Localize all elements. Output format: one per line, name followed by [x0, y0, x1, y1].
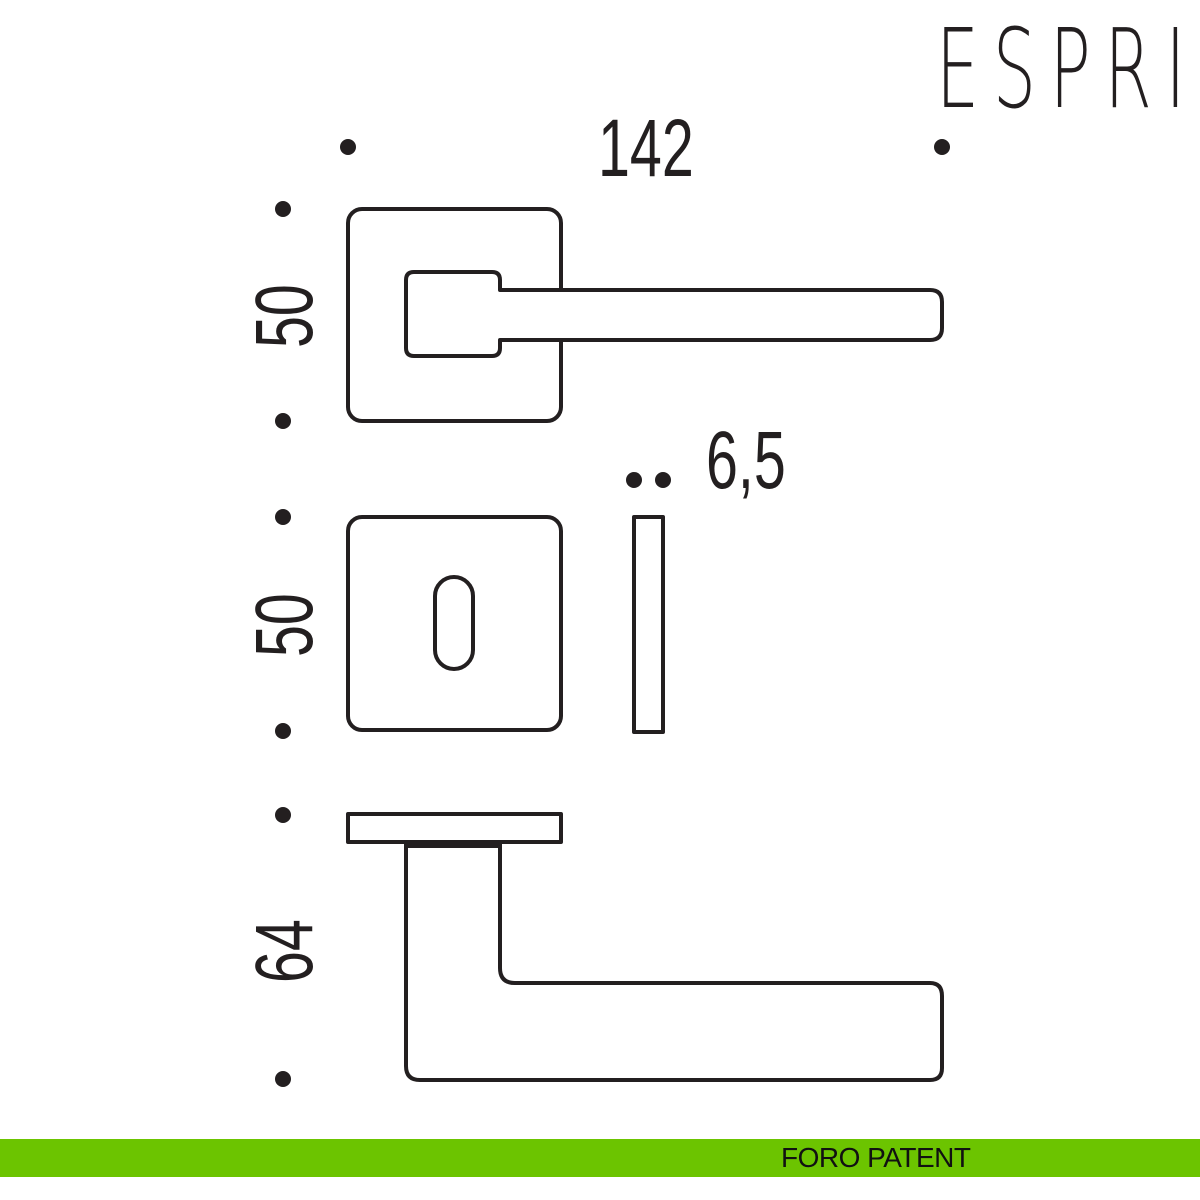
lever-front-view	[404, 270, 944, 358]
brand-title: ESPRIT	[936, 5, 1200, 134]
footer-bar: FORO PATENT	[0, 1139, 1200, 1177]
brand-name: ESPRIT	[936, 5, 1200, 134]
dimension-dot	[275, 723, 291, 739]
dimension-dot	[275, 807, 291, 823]
dimension-projection: 64	[238, 919, 330, 983]
rose-side-view	[346, 812, 563, 844]
dimension-dot	[340, 139, 356, 155]
dimension-escutcheon-height: 50	[238, 593, 330, 657]
neck-joint	[406, 842, 500, 848]
escutcheon-side-view	[632, 515, 665, 734]
dimension-dot	[275, 201, 291, 217]
footer-label: FORO PATENT	[781, 1142, 971, 1173]
dimension-dot	[655, 472, 671, 488]
dimension-thickness: 6,5	[706, 414, 786, 506]
dimension-dot	[934, 139, 950, 155]
dimension-dot	[275, 413, 291, 429]
keyhole	[433, 575, 475, 671]
dimension-dot	[275, 1071, 291, 1087]
lever-side-view	[404, 842, 944, 1082]
dimension-rose-height: 50	[238, 284, 330, 348]
dimension-dot	[626, 472, 642, 488]
dimension-dot	[275, 509, 291, 525]
dimension-length: 142	[598, 102, 694, 194]
